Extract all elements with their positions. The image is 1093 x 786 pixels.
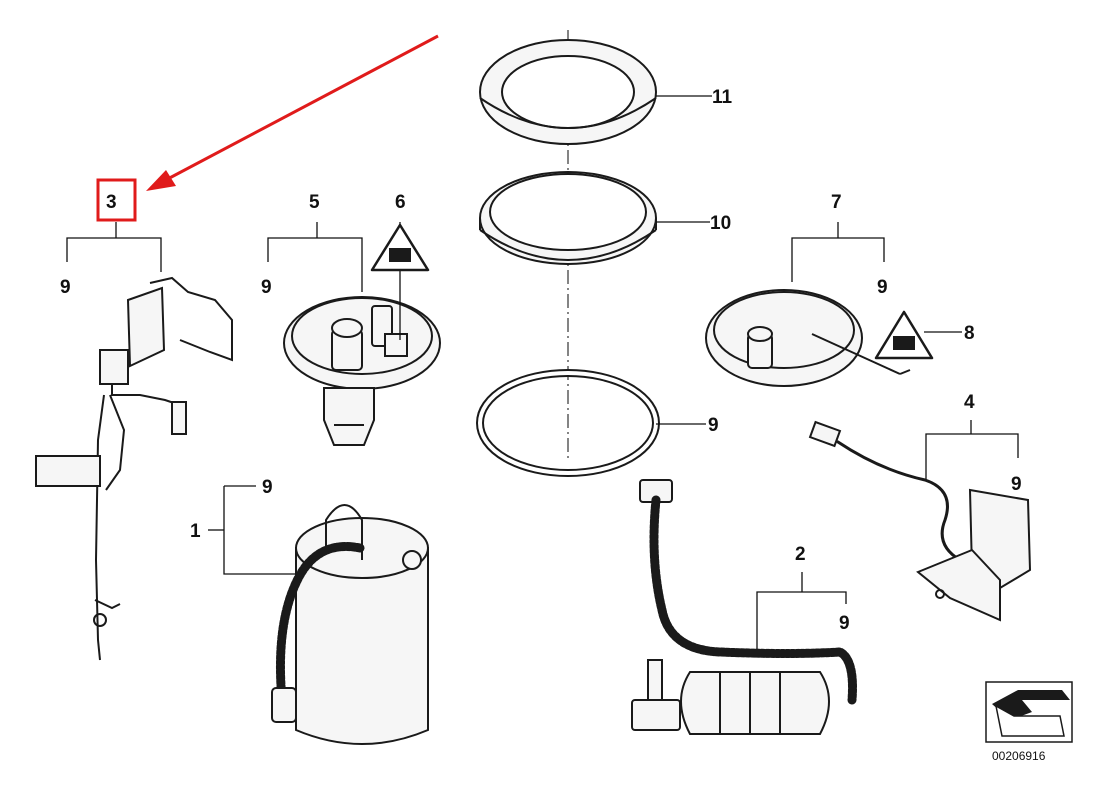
- label-7: 7: [831, 192, 842, 213]
- highlight-box: [96, 178, 137, 222]
- warning-triangle-icon: [370, 223, 430, 272]
- label-2: 2: [795, 544, 806, 565]
- part-4-group: 4 9: [808, 392, 1032, 622]
- label-3-sub-9: 9: [60, 277, 71, 298]
- label-6: 6: [395, 192, 406, 213]
- part-5-group: 5 9: [261, 192, 441, 446]
- part-8-group: 8: [874, 310, 975, 360]
- o-ring-9: [476, 369, 660, 477]
- fuel-filter-2: [631, 479, 857, 735]
- warning-triangle-icon: [874, 310, 934, 360]
- label-7-sub-9: 9: [877, 277, 888, 298]
- label-5: 5: [309, 192, 320, 213]
- seal-ring-10: [479, 171, 657, 265]
- ring-stack: 11 10 9: [476, 30, 733, 477]
- label-3: 3: [106, 192, 117, 213]
- part-7-group: 7 9: [705, 192, 911, 387]
- highlight-arrow: [146, 34, 439, 191]
- sensor-4: [808, 420, 1032, 622]
- label-2-sub-9: 9: [839, 613, 850, 634]
- label-1-sub-9: 9: [262, 477, 273, 498]
- label-5-sub-9: 9: [261, 277, 272, 298]
- part-2-group: 2 9: [631, 479, 857, 735]
- locking-ring-11: [479, 39, 657, 145]
- part-1-group: 9 1: [190, 477, 429, 745]
- fuel-pump-canister-1: [271, 504, 429, 745]
- label-10: 10: [710, 213, 731, 234]
- label-9-ring: 9: [708, 415, 719, 436]
- flange-7: [705, 289, 911, 387]
- label-8: 8: [964, 323, 975, 344]
- flange-5: [283, 296, 441, 446]
- label-4: 4: [964, 392, 975, 413]
- reference-number: 00206916: [992, 749, 1046, 763]
- label-11: 11: [712, 87, 733, 108]
- label-1: 1: [190, 521, 201, 542]
- label-4-sub-9: 9: [1011, 474, 1022, 495]
- reference-arrow-icon: [985, 681, 1073, 743]
- part-6-group: 6: [370, 192, 430, 340]
- sending-unit-3: [35, 276, 233, 661]
- part-3-group: 3 9: [35, 192, 233, 661]
